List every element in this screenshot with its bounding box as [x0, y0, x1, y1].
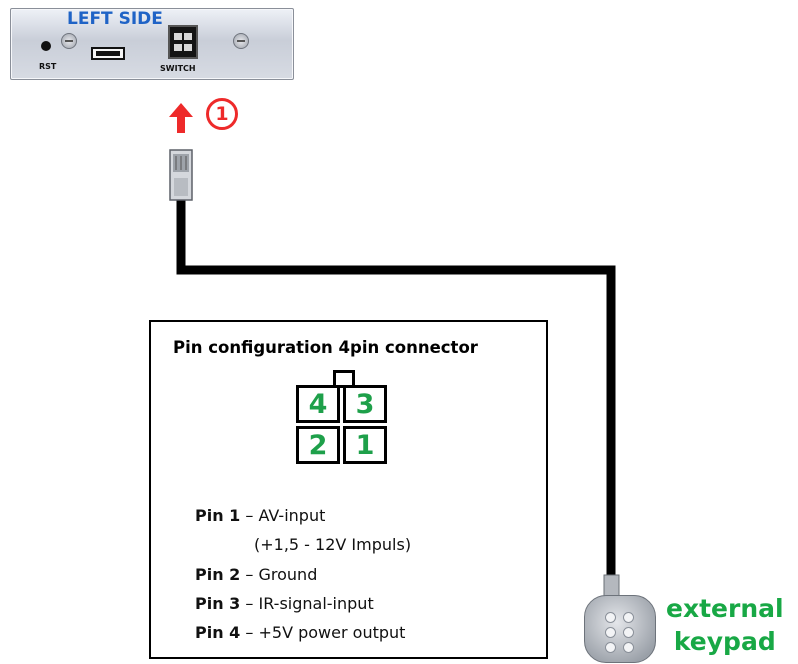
switch-port[interactable] — [168, 25, 198, 59]
rst-label: RST — [39, 62, 57, 71]
screw-icon — [61, 33, 77, 49]
pin-configuration-box: Pin configuration 4pin connector 4 3 2 1… — [149, 320, 548, 659]
keypad-label: external keypad — [666, 592, 784, 658]
cable-plug — [169, 149, 193, 201]
device-left-side-panel: LEFT SIDE RST SWITCH — [10, 8, 294, 80]
pin-desc: – AV-input — [245, 506, 326, 525]
usb-port[interactable] — [91, 47, 125, 60]
cable-wire — [176, 200, 616, 582]
pin-name: Pin 2 — [195, 565, 241, 584]
step-number-badge: 1 — [206, 98, 238, 130]
pin-desc: – +5V power output — [245, 623, 406, 642]
arrow-up-icon — [169, 103, 193, 133]
connector-4pin-diagram: 4 3 2 1 — [293, 370, 395, 466]
keypad-label-line2: keypad — [673, 627, 776, 656]
pin-line-3: Pin 3 – IR-signal-input — [195, 594, 374, 613]
pin-config-title: Pin configuration 4pin connector — [173, 338, 478, 357]
pin-desc: – Ground — [245, 565, 318, 584]
switch-label: SWITCH — [160, 64, 196, 73]
keypad-cable-end — [603, 574, 620, 598]
pin-line-1: Pin 1 – AV-input — [195, 506, 325, 525]
external-keypad — [584, 595, 656, 663]
pin-desc: – IR-signal-input — [245, 594, 374, 613]
connector-pin-1: 1 — [343, 426, 387, 464]
reset-hole[interactable] — [41, 41, 51, 51]
connector-pin-4: 4 — [296, 385, 340, 423]
keypad-label-line1: external — [666, 594, 784, 623]
screw-icon — [233, 33, 249, 49]
pin-name: Pin 1 — [195, 506, 241, 525]
pin-name: Pin 4 — [195, 623, 241, 642]
pin-line-2: Pin 2 – Ground — [195, 565, 317, 584]
pin-name: Pin 3 — [195, 594, 241, 613]
panel-title: LEFT SIDE — [67, 9, 163, 29]
pin-line-1-note: (+1,5 - 12V Impuls) — [254, 535, 411, 554]
connector-pin-2: 2 — [296, 426, 340, 464]
pin-desc: (+1,5 - 12V Impuls) — [254, 535, 412, 554]
connector-pin-3: 3 — [343, 385, 387, 423]
pin-line-4: Pin 4 – +5V power output — [195, 623, 405, 642]
